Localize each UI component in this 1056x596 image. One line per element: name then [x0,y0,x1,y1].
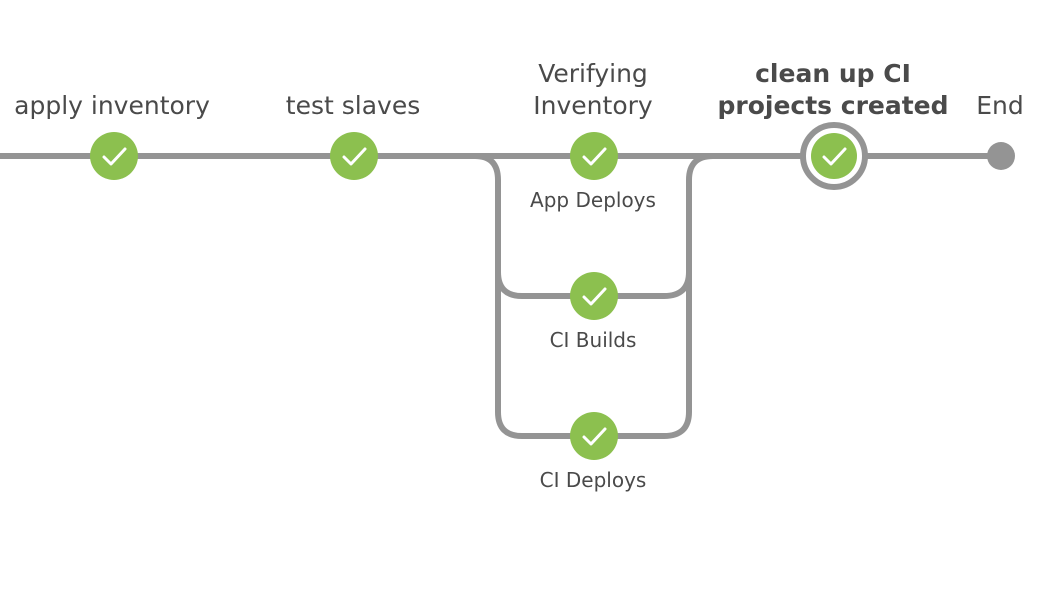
stage-label-apply-inventory[interactable]: apply inventory [14,91,210,120]
stage-label-line: projects created [717,91,949,120]
status-success-circle [90,132,138,180]
stage-label-line: Verifying [538,59,648,88]
stage-label-verifying-inventory[interactable]: Verifying Inventory [533,58,652,122]
branch-node-ci-builds[interactable] [570,272,618,320]
status-success-circle [570,132,618,180]
stage-node-apply-inventory[interactable] [90,132,138,180]
stage-label-clean-up[interactable]: clean up CI projects created [717,58,948,122]
stage-label-test-slaves[interactable]: test slaves [285,91,421,120]
status-success-circle [570,412,618,460]
checkmark-icon [582,287,607,306]
branch-label-ci-deploys[interactable]: CI Deploys [539,468,647,492]
status-success-circle [811,133,857,179]
status-success-circle [570,272,618,320]
checkmark-icon [342,147,367,166]
stage-label-line: clean up CI [755,59,911,88]
end-node [987,142,1015,170]
status-success-circle [330,132,378,180]
checkmark-icon [582,147,607,166]
checkmark-icon [822,147,847,166]
end-label: End [976,91,1024,120]
stage-node-clean-up[interactable] [800,122,868,190]
stage-node-test-slaves[interactable] [330,132,378,180]
branch-label-ci-builds[interactable]: CI Builds [549,328,637,352]
checkmark-icon [582,427,607,446]
fork-connector [474,153,594,439]
branch-node-ci-deploys[interactable] [570,412,618,460]
join-connector [594,153,714,439]
branch-label-app-deploys[interactable]: App Deploys [530,188,656,212]
branch-node-app-deploys[interactable] [570,132,618,180]
stage-label-line: Inventory [533,91,653,120]
checkmark-icon [102,147,127,166]
